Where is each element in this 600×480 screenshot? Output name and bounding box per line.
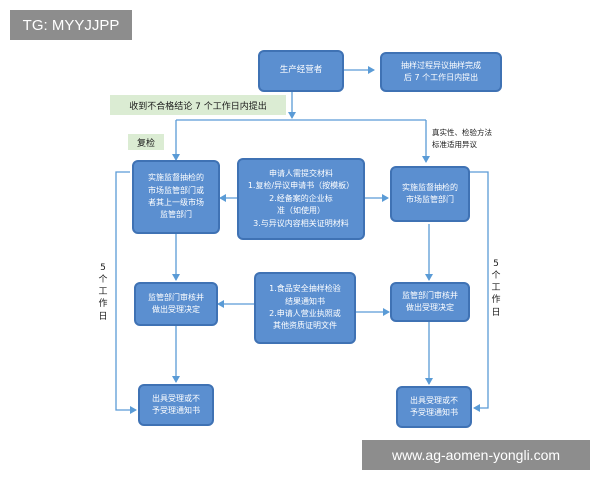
node-sampling-authority: 实施监督抽检的 市场监管部门	[390, 166, 470, 222]
node-review-right-line: 做出受理决定	[406, 303, 454, 312]
tag-recheck: 复检	[128, 134, 164, 150]
node-notice-left-line: 出具受理或不	[152, 393, 200, 403]
node-producer-line: 生产经营者	[279, 65, 323, 76]
watermark-top: TG: MYYJJPP	[10, 10, 132, 40]
node-review-right-line: 监管部门审核并	[402, 290, 458, 300]
node-retest-deadline-line: 抽样过程异议抽样完成	[401, 60, 481, 70]
tag-unqualified-deadline: 收到不合格结论 7 个工作日内提出	[110, 95, 286, 115]
label-authenticity-objection: 真实性、检验方法 标准适用异议	[432, 127, 532, 151]
node-notice-right: 出具受理或不 予受理通知书	[396, 386, 472, 428]
node-retest-deadline: 抽样过程异议抽样完成 后 7 个工作日内提出	[380, 52, 502, 92]
node-review-left-line: 做出受理决定	[152, 305, 200, 314]
bracket-right-five-days	[470, 171, 489, 412]
label-authenticity-objection-line: 标准适用异议	[432, 140, 477, 149]
node-local-authority-line: 监管部门	[160, 210, 192, 220]
node-materials-line: 准（如使用）	[277, 206, 325, 216]
node-documents-line: 2.申请人营业执照或	[269, 309, 341, 318]
node-local-authority-line: 市场监管部门或	[148, 185, 204, 195]
node-notice-left-line: 予受理通知书	[152, 406, 200, 415]
node-notice-right-line: 出具受理或不	[410, 395, 458, 405]
node-review-left: 监管部门审核并 做出受理决定	[134, 282, 218, 326]
node-materials-line: 1.复检/异议申请书（按模板）	[247, 181, 355, 191]
watermark-bottom: www.ag-aomen-yongli.com	[362, 440, 590, 470]
node-documents-line: 1.食品安全抽样检验	[269, 284, 341, 294]
node-review-left-line: 监管部门审核并	[148, 292, 204, 302]
node-local-authority: 实施监督抽检的 市场监管部门或 者其上一级市场 监管部门	[132, 160, 220, 234]
label-five-days-left: 5个工作日	[98, 263, 108, 322]
node-notice-left: 出具受理或不 予受理通知书	[138, 384, 214, 426]
node-materials: 申请人需提交材料 1.复检/异议申请书（按模板） 2.经备案的企业标 准（如使用…	[237, 158, 365, 240]
node-materials-line: 申请人需提交材料	[269, 169, 333, 179]
node-documents: 1.食品安全抽样检验 结果通知书 2.申请人营业执照或 其他资质证明文件	[254, 272, 356, 344]
label-authenticity-objection-line: 真实性、检验方法	[432, 128, 492, 137]
node-materials-line: 3.与异议内容相关证明材料	[253, 218, 349, 228]
node-materials-line: 2.经备案的企业标	[269, 193, 333, 203]
node-retest-deadline-line: 后 7 个工作日内提出	[403, 73, 479, 82]
node-documents-line: 其他资质证明文件	[273, 321, 337, 331]
node-sampling-authority-line: 实施监督抽检的	[402, 182, 458, 192]
node-local-authority-line: 实施监督抽检的	[148, 173, 204, 183]
node-local-authority-line: 者其上一级市场	[148, 198, 204, 207]
node-documents-line: 结果通知书	[285, 296, 325, 306]
bracket-left-five-days	[115, 171, 137, 414]
node-producer: 生产经营者	[258, 50, 344, 92]
node-review-right: 监管部门审核并 做出受理决定	[390, 282, 470, 322]
node-notice-right-line: 予受理通知书	[410, 408, 458, 417]
label-five-days-right: 5个工作日	[491, 259, 501, 318]
node-sampling-authority-line: 市场监管部门	[406, 195, 454, 204]
